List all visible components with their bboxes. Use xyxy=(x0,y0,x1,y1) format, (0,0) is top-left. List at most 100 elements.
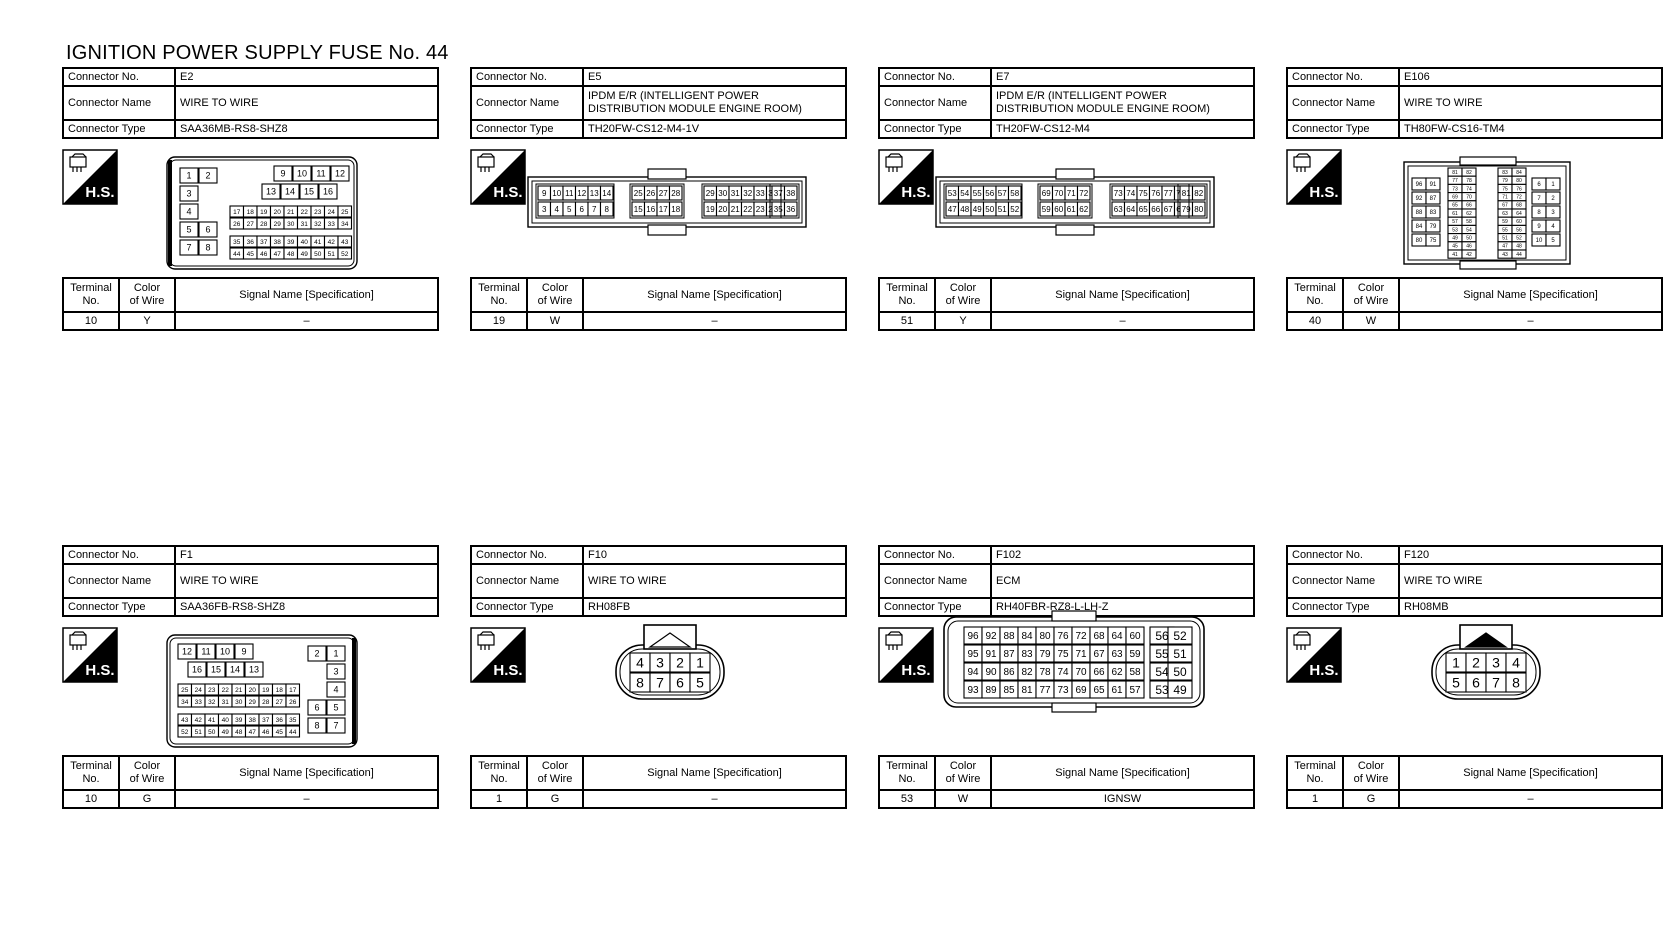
pin-cell: 26 xyxy=(643,185,658,201)
pin-cell: 63 xyxy=(1107,644,1127,663)
wire-color-value: W xyxy=(526,311,584,331)
pin-number: 87 xyxy=(1430,196,1437,202)
pin-number: 13 xyxy=(590,189,599,198)
pin-cell: 39 xyxy=(231,713,247,726)
pin-number: 54 xyxy=(1466,227,1472,233)
pin-number: 62 xyxy=(1466,211,1472,217)
pin-number: 51 xyxy=(1173,647,1187,661)
connector-type-label: Connector Type xyxy=(1286,597,1400,617)
pin-cell: 47 xyxy=(244,725,260,738)
pin-cell: 74 xyxy=(1461,183,1477,194)
connector-name-label: Connector Name xyxy=(878,85,992,121)
terminal-no-value: 40 xyxy=(1286,311,1344,331)
pin-number: 66 xyxy=(1093,667,1105,678)
pin-cell: 56 xyxy=(982,185,997,201)
pin-cell: 42 xyxy=(323,235,339,248)
pin-cell: 3 xyxy=(649,652,671,673)
pin-cell: 22 xyxy=(296,205,312,218)
pin-cell: 72 xyxy=(1076,185,1091,201)
pin-cell: 33 xyxy=(190,695,206,708)
pin-cell: 26 xyxy=(285,695,301,708)
pin-cell: 83 xyxy=(1017,644,1037,663)
pin-number: 5 xyxy=(567,205,572,214)
pin-cell: 7 xyxy=(179,239,199,256)
pin-cell: 44 xyxy=(1511,249,1527,259)
pin-number: 60 xyxy=(1054,205,1063,214)
pin-cell: 59 xyxy=(1497,216,1513,226)
pin-cell: 32 xyxy=(204,695,220,708)
pin-number: 52 xyxy=(1516,236,1522,242)
pin-number: 79 xyxy=(1039,649,1051,660)
pin-number: 37 xyxy=(260,239,268,246)
pin-number: 46 xyxy=(262,729,270,736)
pin-number: 50 xyxy=(1173,665,1187,679)
pin-cell: 62 xyxy=(1107,662,1127,681)
pin-number: 5 xyxy=(1452,675,1460,691)
pin-cell: 65 xyxy=(1089,680,1109,699)
pin-cell: 62 xyxy=(1076,201,1091,217)
pin-cell: 51 xyxy=(995,201,1010,217)
pin-number: 3 xyxy=(1551,210,1555,216)
pin-cell: 2 xyxy=(1545,191,1561,205)
header-line: Color xyxy=(541,760,569,772)
pin-number: 84 xyxy=(1516,170,1522,176)
pin-cell: 63 xyxy=(1497,208,1513,218)
pin-cell: 18 xyxy=(668,201,683,217)
pin-cell: 66 xyxy=(1461,200,1477,210)
pin-cell: 28 xyxy=(258,695,274,708)
pin-number: 91 xyxy=(1430,182,1437,188)
pin-number: 91 xyxy=(985,649,997,660)
pin-number: 39 xyxy=(235,717,243,724)
pin-number: 21 xyxy=(731,205,740,214)
pin-number: 56 xyxy=(1516,227,1522,233)
pin-number: 31 xyxy=(731,189,740,198)
pin-cell: 11 xyxy=(311,165,331,182)
pin-cell: 77 xyxy=(1447,175,1463,185)
connector-no-value: F120 xyxy=(1398,545,1663,565)
pin-cell: 3 xyxy=(179,185,199,202)
pin-number: 59 xyxy=(1502,219,1508,225)
pin-number: 55 xyxy=(973,189,982,198)
connector-name-label: Connector Name xyxy=(470,563,584,599)
pin-number: 14 xyxy=(285,187,295,197)
pin-cell: 5 xyxy=(562,201,577,217)
pin-number: 43 xyxy=(1502,252,1508,258)
pin-number: 77 xyxy=(1164,189,1173,198)
signal-name-header: Signal Name [Specification] xyxy=(174,277,439,313)
pin-number: 50 xyxy=(985,205,994,214)
pin-number: 88 xyxy=(1003,631,1015,642)
pin-cell: 19 xyxy=(703,201,718,217)
pin-number: 50 xyxy=(208,729,216,736)
pin-cell: 78 xyxy=(1035,662,1055,681)
signal-name-value: IGNSW xyxy=(990,789,1255,809)
pin-number: 4 xyxy=(333,685,338,695)
terminal-no-value: 1 xyxy=(1286,789,1344,809)
pin-number: 76 xyxy=(1151,189,1160,198)
pin-cell: 12 xyxy=(177,643,197,660)
pin-number: 3 xyxy=(333,667,338,677)
pin-number: 48 xyxy=(1516,244,1522,250)
pin-number: 49 xyxy=(222,729,230,736)
pin-number: 43 xyxy=(341,239,349,246)
pin-cell: 7 xyxy=(1485,672,1507,693)
pin-number: 51 xyxy=(328,251,336,258)
pin-cell: 93 xyxy=(963,680,983,699)
pin-cell: 82 xyxy=(1191,185,1206,201)
pin-number: 77 xyxy=(1039,685,1051,696)
pin-cell: 22 xyxy=(740,201,755,217)
pin-cell: 92 xyxy=(981,626,1001,645)
header-line: Color xyxy=(949,282,977,294)
pin-number: 3 xyxy=(542,205,547,214)
pin-number: 20 xyxy=(718,205,727,214)
pin-cell: 50 xyxy=(310,247,326,260)
pin-cell: 43 xyxy=(1497,249,1513,259)
wire-color-value: W xyxy=(934,789,992,809)
pin-cell: 14 xyxy=(225,661,245,678)
pin-cell: 16 xyxy=(643,201,658,217)
pin-cell: 52 xyxy=(1511,233,1527,243)
